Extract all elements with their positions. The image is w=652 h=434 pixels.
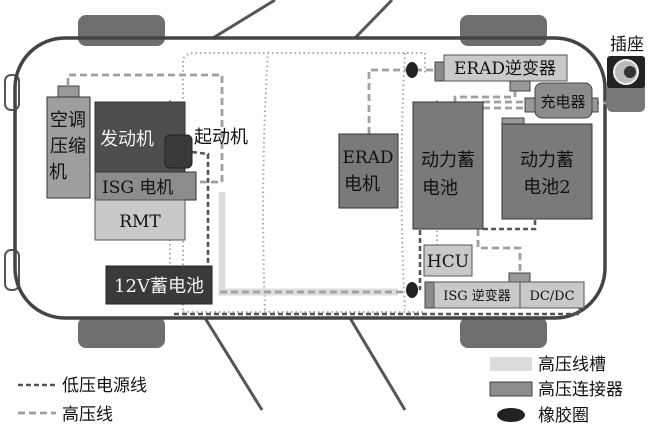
isg-inverter-block: [433, 281, 521, 309]
power-battery-label-1: 动力蓄: [421, 150, 475, 171]
legend-hv-trough-label: 高压线槽: [538, 355, 606, 375]
dcdc-block: [519, 281, 585, 309]
isg-motor-block: [94, 171, 197, 201]
power-battery-2-block: [501, 123, 593, 220]
erad-motor-label-2: 电机: [344, 174, 380, 195]
erad-inverter-connector: [509, 80, 531, 92]
battery-12v-label: 12V蓄电池: [114, 276, 204, 297]
erad-motor-label-1: ERAD: [342, 148, 393, 168]
ac-compressor-label-1: 空调: [50, 110, 86, 131]
starter-block: [164, 134, 193, 169]
engine-label: 发动机: [100, 129, 154, 150]
legend: 低压电源线 高压线 高压线槽 高压连接器 橡胶圈: [18, 355, 623, 426]
grommet-bottom: [406, 282, 418, 298]
legend-low-voltage-label: 低压电源线: [62, 376, 147, 396]
grommet-top: [406, 62, 418, 78]
power-battery-label-2: 电池: [422, 178, 458, 199]
car-body-outline: [13, 36, 607, 320]
ac-compressor: 空调 压缩 机: [46, 85, 91, 199]
body-lines: [203, 0, 407, 411]
starter-label: 起动机: [194, 127, 248, 148]
erad-inverter-tab: [434, 61, 445, 82]
legend-grommet-swatch: [497, 408, 525, 422]
power-battery-2-label-2: 电池2: [523, 177, 570, 198]
battery-12v-block: [105, 265, 213, 305]
charging-socket-icon: [607, 56, 645, 112]
high-voltage-lines: [66, 68, 606, 294]
hcu-label: HCU: [427, 252, 469, 272]
isg-inverter-tab: [424, 281, 435, 309]
dcdc-label: DC/DC: [529, 289, 574, 304]
charger-block: [534, 82, 593, 119]
hcu-block: [423, 244, 473, 277]
charger-label: 充电器: [540, 93, 585, 111]
erad-inverter-label: ERAD逆变器: [454, 59, 556, 79]
legend-hv-connector-label: 高压连接器: [538, 380, 623, 400]
ac-compressor-label-2: 压缩: [50, 136, 86, 157]
legend-hv-connector-swatch: [489, 381, 533, 397]
socket-label: 插座: [610, 35, 644, 55]
power-battery-2-label-1: 动力蓄: [520, 150, 574, 171]
side-mirrors: [4, 74, 20, 291]
low-voltage-lines: [174, 150, 582, 316]
rmt-label: RMT: [119, 212, 161, 232]
rmt-block: [94, 199, 186, 241]
legend-hv-trough-swatch: [490, 357, 532, 371]
ac-compressor-label-3: 机: [49, 162, 67, 183]
legend-high-voltage-label: 高压线: [62, 405, 113, 425]
isg-motor-label: ISG 电机: [102, 178, 173, 198]
isg-inverter-label: ISG 逆变器: [443, 288, 511, 304]
legend-grommet-label: 橡胶圈: [538, 406, 589, 426]
erad-motor-block: [338, 133, 399, 209]
erad-inverter-block: [443, 54, 568, 82]
power-battery-block: [412, 101, 484, 230]
